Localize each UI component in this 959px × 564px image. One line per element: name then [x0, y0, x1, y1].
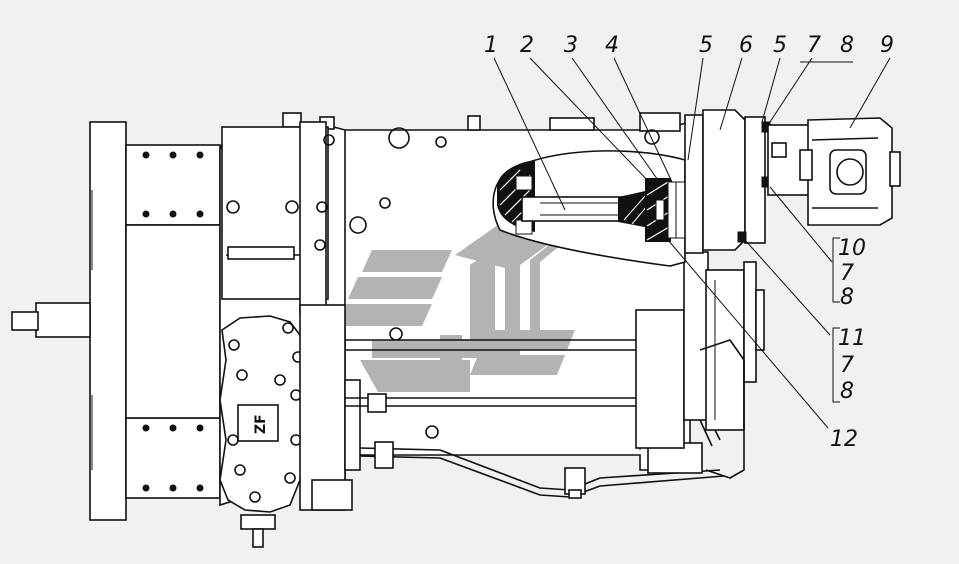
callout-7-top: 7: [807, 33, 821, 58]
callout-8-mid: 8: [840, 285, 854, 310]
callout-9: 9: [880, 33, 894, 58]
callout-10: 10: [838, 236, 866, 261]
callout-11: 11: [838, 326, 866, 351]
cutaway-section: [492, 150, 686, 267]
shift-cover-zf: ZF: [219, 304, 361, 548]
rear-output-housing: [635, 251, 765, 479]
callout-6: 6: [739, 33, 753, 58]
callout-12: 12: [830, 427, 858, 452]
callout-7-low: 7: [840, 353, 854, 378]
callout-3: 3: [564, 33, 578, 58]
callout-5-left: 5: [699, 33, 713, 58]
callout-5-right: 5: [773, 33, 787, 58]
callout-4: 4: [605, 33, 619, 58]
hydraulic-pump: [767, 117, 901, 226]
callout-labels: 1 2 3 4 5 6 5 7 8 9 10 7 8 11 7 8 12: [484, 33, 894, 452]
callout-7-mid: 7: [840, 261, 854, 286]
clutch-housing-flange: [11, 121, 221, 521]
callout-2: 2: [520, 33, 534, 58]
pto-housing: [684, 109, 771, 254]
leader-lines: [493, 57, 891, 429]
callout-8-top: 8: [840, 33, 854, 58]
zf-logo-text: ZF: [253, 414, 269, 434]
callout-1: 1: [484, 33, 498, 58]
callout-8-low: 8: [840, 379, 854, 404]
